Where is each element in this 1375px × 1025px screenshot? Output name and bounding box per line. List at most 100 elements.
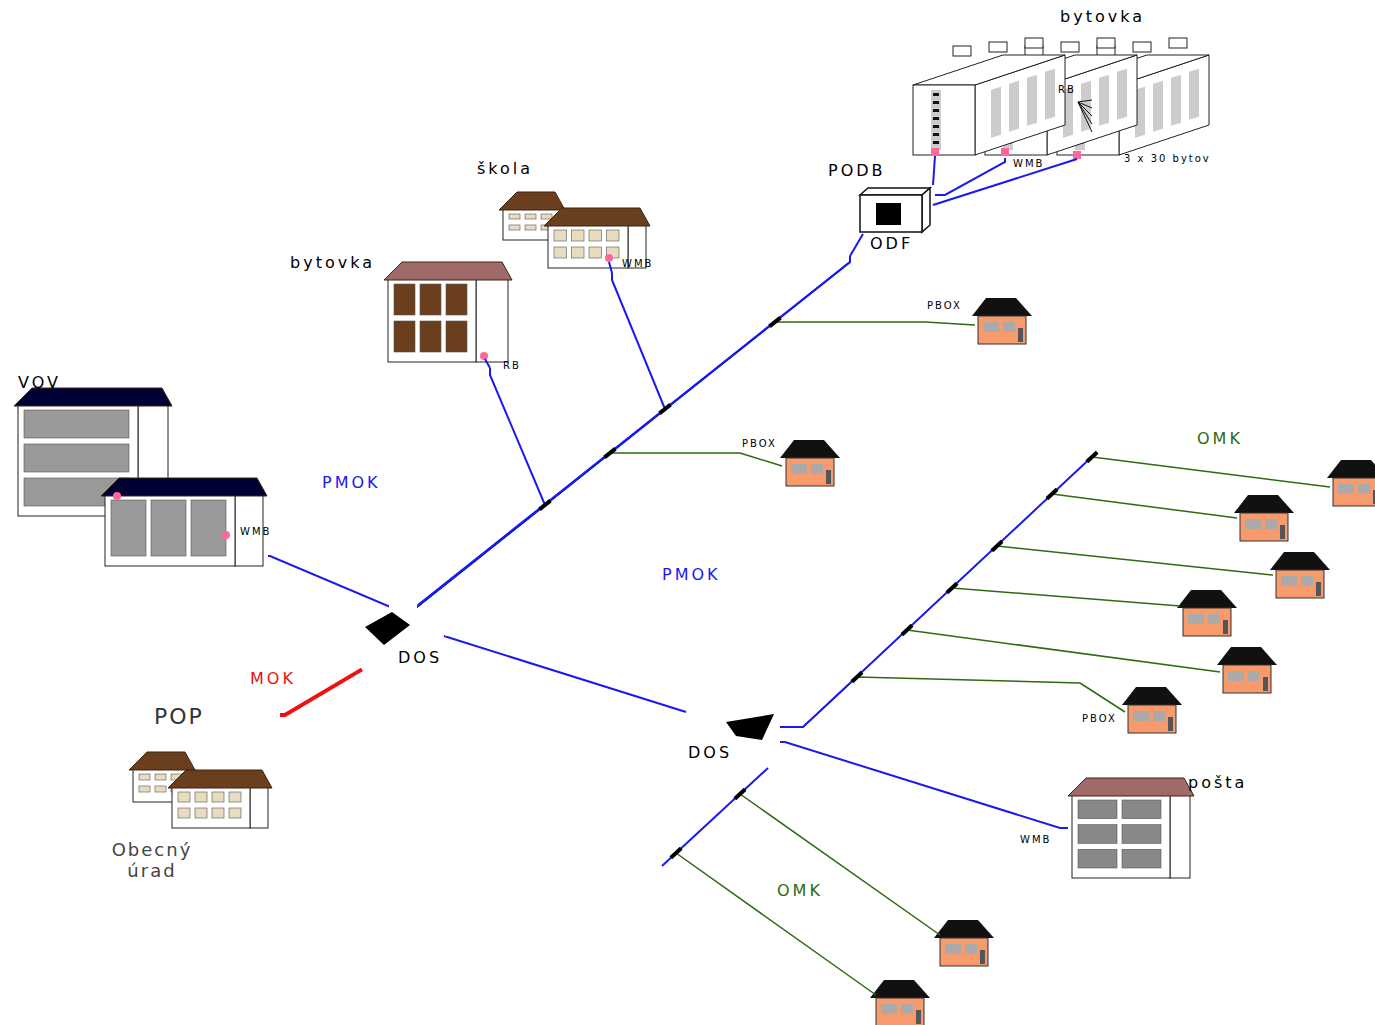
house-door [1168, 717, 1173, 731]
building-front [388, 278, 476, 362]
building-window [394, 284, 415, 315]
building-window [509, 225, 520, 230]
roof-box [989, 42, 1007, 52]
building-roof [544, 208, 650, 226]
node-label: pošta [1188, 774, 1247, 792]
site-node: škola [475, 158, 650, 273]
block-window-stripe [1153, 81, 1163, 132]
cable-connector [418, 256, 850, 606]
splice-mark [770, 318, 781, 327]
drop-cable [740, 453, 782, 466]
node-label: škola [477, 160, 533, 178]
cable-connector [444, 636, 686, 712]
block-front [913, 85, 975, 155]
equipment-label: WMB [1020, 834, 1051, 846]
building-window [1122, 825, 1161, 844]
building-window [139, 786, 150, 792]
cable-connector [780, 677, 1080, 727]
cable-connector [418, 368, 545, 606]
block-window-stripe [991, 87, 1001, 138]
drop-cable [740, 794, 940, 935]
building-window [572, 247, 585, 258]
node-label: PBOX [742, 438, 777, 450]
equipment-label: RB [1058, 84, 1076, 96]
cable-type-label: PMOK [322, 474, 381, 492]
building-window [1078, 849, 1117, 868]
house-body [1240, 513, 1288, 541]
cable-connector [935, 158, 1005, 195]
box-top [860, 188, 930, 195]
splice-mark [1047, 489, 1057, 499]
cable-type-label: MOK [250, 670, 296, 688]
building-roof [168, 770, 272, 788]
stair-mark [933, 141, 939, 144]
roof-box [1133, 42, 1151, 52]
house-body [1223, 665, 1271, 693]
block-window-stripe [1027, 75, 1037, 126]
house-door [826, 470, 831, 484]
building-window [111, 500, 146, 556]
stair-mark [933, 125, 939, 128]
building-window [1122, 849, 1161, 868]
node-label: Obecný úrad [92, 840, 212, 881]
building-roof [101, 478, 267, 496]
building-window [155, 786, 166, 792]
cable-connector [780, 742, 1068, 828]
building-window [195, 792, 207, 802]
house-roof [780, 440, 840, 458]
site-node: VOV [10, 370, 268, 570]
building-window [446, 321, 467, 352]
building-window [589, 230, 602, 241]
roof-box [1169, 38, 1187, 48]
splice-closure: DOS [362, 605, 445, 669]
riser-line [1078, 102, 1092, 132]
building-window [212, 792, 224, 802]
node-label: PODB [828, 162, 886, 180]
building-window [155, 774, 166, 780]
building-window [1078, 825, 1117, 844]
building-window [24, 444, 129, 472]
connection-point [605, 254, 613, 262]
stair-mark [933, 109, 939, 112]
closure-shape [365, 612, 410, 645]
building-window [509, 214, 520, 219]
house-window [1265, 519, 1277, 529]
house-door [1373, 490, 1375, 504]
building-window [525, 225, 536, 230]
building-front [172, 786, 250, 828]
house-window [1358, 484, 1370, 494]
house-door [980, 950, 985, 964]
cable-type-label: OMK [1197, 430, 1243, 448]
house-roof [1177, 590, 1237, 608]
house-roof [1270, 552, 1330, 570]
building-front [548, 224, 628, 268]
equipment-label: WMB [1013, 158, 1044, 170]
site-node: PODBODF [825, 160, 935, 256]
node-label: DOS [688, 744, 732, 762]
equipment-label: WMB [240, 526, 271, 538]
house-window [1245, 519, 1261, 529]
building-window [420, 284, 441, 315]
site-node: bytovka [288, 250, 510, 368]
block-window-stripe [1045, 69, 1055, 120]
house-window [1208, 614, 1220, 624]
equipment-label: 3 x 30 bytov [1124, 153, 1211, 165]
drop-cable [997, 546, 1273, 575]
building-window [229, 808, 241, 818]
house-door [916, 1010, 921, 1024]
house-window [1281, 576, 1297, 586]
stair-mark [933, 101, 939, 104]
node-label: PBOX [1082, 713, 1117, 725]
splice-mark [992, 541, 1002, 551]
drop-cable [952, 588, 1180, 606]
site-node: PBOX [1080, 683, 1188, 738]
connection-point [480, 352, 488, 360]
cable-type-label: OMK [777, 882, 823, 900]
house-window [1248, 671, 1260, 681]
splice-mark [540, 501, 551, 510]
building-window [212, 808, 224, 818]
building-side [250, 786, 268, 828]
drop-cable [933, 156, 935, 185]
building-window [394, 321, 415, 352]
building-front [1072, 794, 1170, 878]
